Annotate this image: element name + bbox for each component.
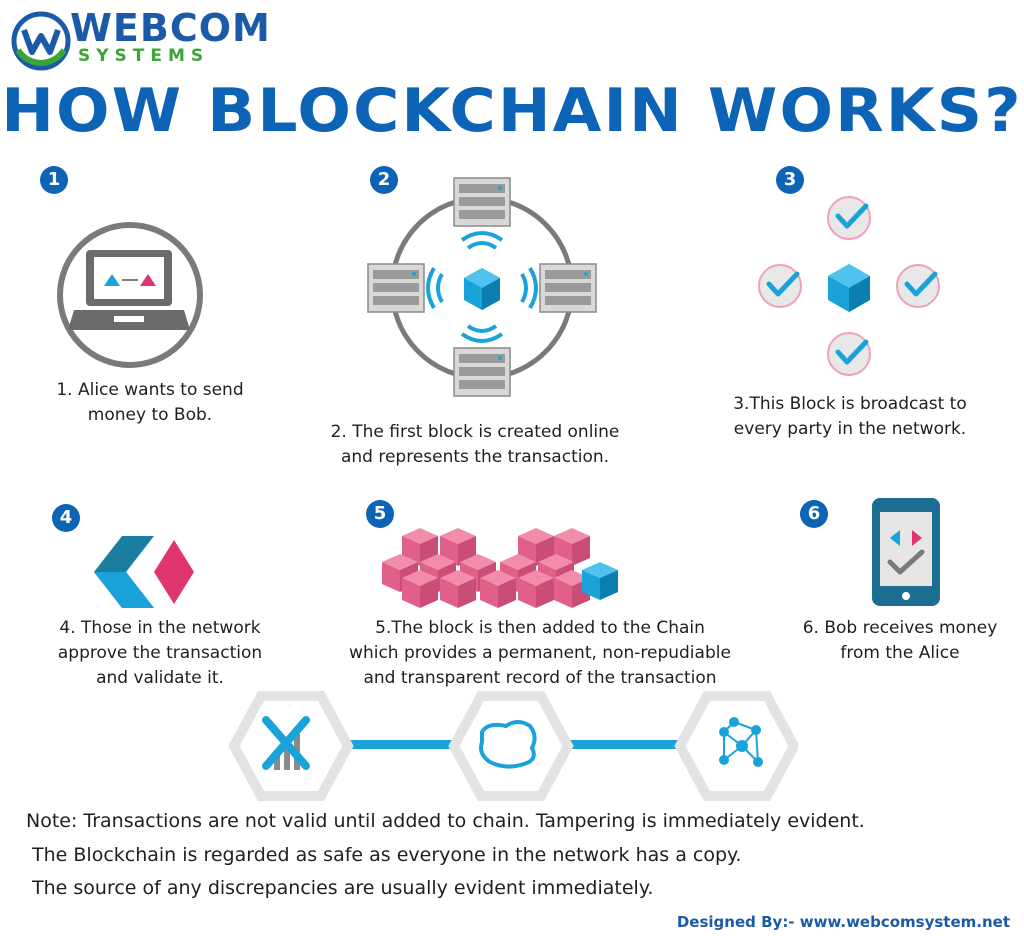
step-5-number: 5	[366, 500, 394, 528]
network-servers-icon	[367, 177, 597, 397]
step-3-number: 3	[776, 166, 804, 194]
network-nodes-icon	[719, 717, 763, 767]
step-4-number: 4	[52, 504, 80, 532]
note-line-3: The source of any discrepancies are usua…	[32, 877, 654, 899]
phone-icon	[872, 498, 940, 606]
step-6-number: 6	[800, 500, 828, 528]
step-1-number: 1	[40, 166, 68, 194]
cancel-chart-icon	[262, 716, 310, 770]
step-1-caption: 1. Alice wants to send money to Bob.	[56, 380, 244, 425]
logo-subtitle: SYSTEMS	[78, 46, 210, 66]
step-2-caption: 2. The first block is created online and…	[330, 422, 620, 467]
logo-w-icon	[11, 11, 71, 71]
step-4-caption: 4. Those in the network approve the tran…	[57, 618, 263, 688]
step-3-caption: 3.This Block is broadcast to every party…	[733, 394, 967, 439]
designer-credit-link[interactable]: Designed By:- www.webcomsystem.net	[676, 913, 1010, 931]
page-title: HOW BLOCKCHAIN WORKS?	[1, 76, 1023, 146]
step-5-caption: 5.The block is then added to the Chain w…	[349, 618, 731, 688]
chain-hexagon-row	[228, 691, 798, 801]
note-line-2: The Blockchain is regarded as safe as ev…	[32, 844, 742, 866]
broadcast-validation-icon	[758, 196, 940, 376]
note-line-1: Note: Transactions are not valid until a…	[26, 810, 865, 832]
step-2-number: 2	[370, 166, 398, 194]
laptop-icon	[57, 222, 203, 368]
logo-wordmark: WEBCOM	[70, 6, 271, 50]
map-outline-icon	[479, 720, 537, 769]
block-chain-cubes-icon	[382, 528, 618, 608]
logo: WEBCOM SYSTEMS	[10, 6, 270, 71]
approve-shapes-icon	[94, 536, 194, 608]
step-6-caption: 6. Bob receives money from the Alice	[802, 618, 998, 663]
